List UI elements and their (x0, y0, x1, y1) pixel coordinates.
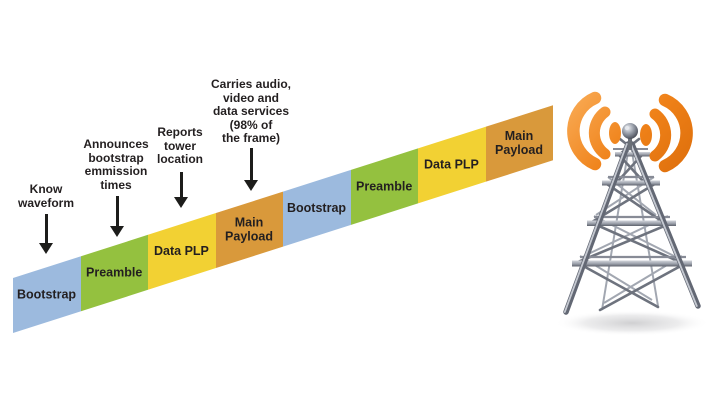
annotation-carries-services: Carries audio, video and data services (… (186, 77, 316, 146)
frame-segment-preamble-1: Preamble (80, 234, 148, 312)
wave-right-outer-icon (658, 93, 693, 173)
arrow-to-main-payload-icon (249, 148, 253, 180)
wave-left-dot-icon (609, 122, 621, 144)
broadcast-tower-illustration (540, 60, 725, 350)
annotation-announces-bootstrap-times: Announces bootstrap emmission times (51, 137, 181, 192)
tower-shadow (554, 310, 710, 336)
segment-label: Main Payload (225, 215, 274, 243)
wave-left-outer-icon (567, 91, 602, 171)
annotation-line: (98% of (229, 117, 273, 132)
frame-segment-main-payload-1: Main Payload (215, 191, 283, 269)
frame-segment-data-plp-2: Data PLP (418, 126, 486, 204)
ball-highlight (624, 125, 630, 131)
arrow-to-preamble-icon (115, 196, 119, 226)
annotation-reports-tower-location: Reports tower location (115, 125, 245, 167)
annotation-line: the frame) (221, 131, 280, 145)
annotation-line: bootstrap (88, 150, 144, 165)
arrow-to-bootstrap-icon (44, 214, 48, 243)
annotation-line: video and (222, 90, 279, 105)
arrow-to-data-plp-icon (179, 172, 183, 197)
annotation-line: Know (29, 182, 63, 196)
annotation-line: Announces (83, 137, 149, 151)
segment-label: Bootstrap (287, 200, 347, 215)
frame-segment-preamble-2: Preamble (350, 148, 418, 226)
annotation-line: Reports (157, 125, 203, 139)
frame-segment-bootstrap-2: Bootstrap (283, 170, 351, 247)
annotation-line: waveform (17, 195, 75, 210)
annotation-line: tower (163, 138, 196, 153)
segment-label: Data PLP (424, 157, 480, 172)
segment-label: Preamble (86, 265, 143, 280)
tower-top-ball (622, 123, 638, 139)
radio-waves-icon (567, 91, 693, 173)
annotation-line: emmission (84, 164, 148, 178)
wave-right-inner-icon (649, 108, 672, 162)
annotation-know-waveform: Know waveform (0, 182, 111, 210)
annotation-line: Carries audio, (210, 77, 292, 91)
wave-right-dot-icon (640, 124, 652, 146)
annotation-line: times (100, 177, 132, 192)
annotation-line: location (156, 152, 203, 166)
wave-left-inner-icon (588, 106, 611, 160)
tower-legs (563, 136, 701, 315)
annotation-line: data services (212, 104, 290, 118)
frame-segment-data-plp-1: Data PLP (148, 213, 216, 290)
segment-label: Bootstrap (17, 286, 77, 301)
segment-label: Preamble (356, 178, 413, 193)
frame-segment-bootstrap-1: Bootstrap (13, 256, 81, 333)
segment-label: Data PLP (154, 243, 210, 258)
broadcast-tower-icon (554, 91, 710, 336)
